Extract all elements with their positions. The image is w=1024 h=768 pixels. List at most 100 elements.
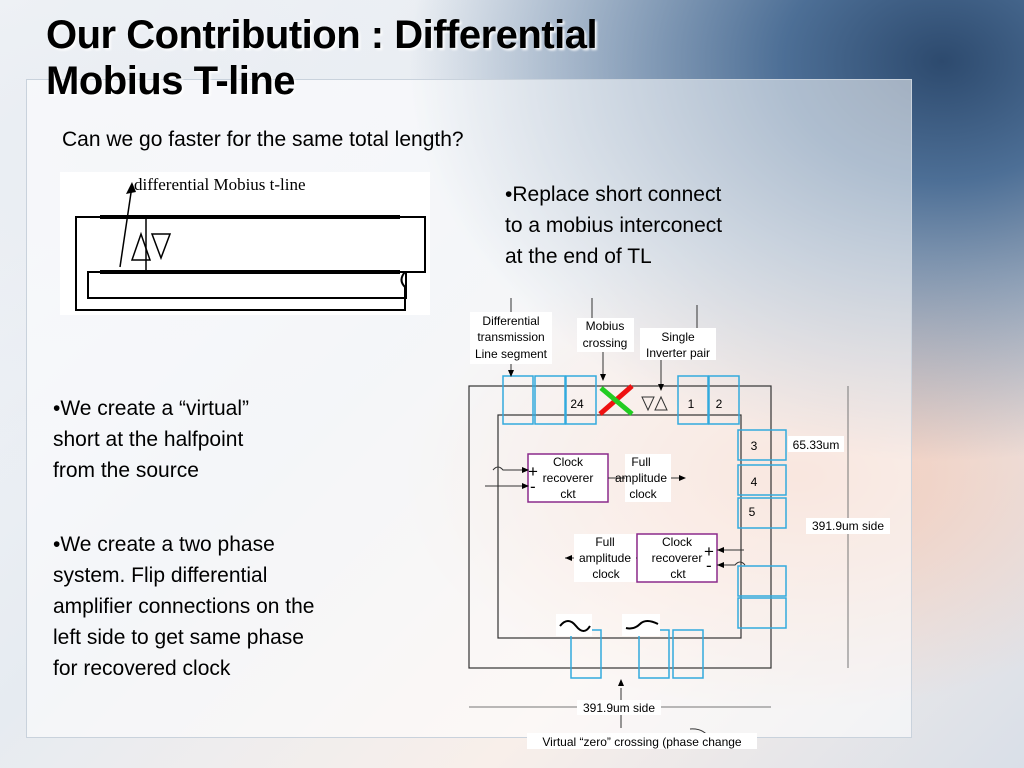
sine-wave-icon-1	[559, 620, 591, 632]
label-bg-fullamp-1	[625, 454, 671, 502]
bullet-replace-short: •Replace short connect to a mobius inter…	[505, 179, 780, 272]
waveform-box-2	[622, 614, 660, 636]
label-mobius-1: Mobius	[586, 319, 625, 333]
inverter-pair-up-icon	[654, 395, 668, 411]
clock-recoverer-2-line-2: recoverer	[652, 551, 703, 565]
segment-box-bottom-1	[570, 629, 602, 679]
bullet-2-line-4: left side to get same phase	[53, 626, 304, 649]
segment-label-24: 24	[570, 397, 584, 411]
label-bg-mobius	[577, 318, 634, 352]
arrowhead-rec1-b	[522, 483, 529, 489]
title-line-2: Mobius T-line	[46, 59, 296, 103]
full-amp-2-line-3: clock	[592, 567, 620, 581]
bullet-virtual-short: •We create a “virtual” short at the half…	[53, 393, 303, 486]
mobius-tline-sketch: differential Mobius t-line	[75, 175, 426, 311]
clock-recoverer-1-line-1: Clock	[553, 455, 584, 469]
wire-recoverer-2-minus	[717, 561, 746, 566]
inverter-pair-down-icon	[641, 396, 655, 412]
bullet-right-line-1: •Replace short connect	[505, 183, 722, 206]
segment-box-24	[565, 375, 597, 425]
label-bg-inverter	[640, 328, 716, 360]
segment-box-right-6	[737, 565, 787, 597]
mobius-cross-green	[599, 386, 634, 416]
segment-box-bottom-3	[672, 629, 704, 679]
label-virtual-zero: Virtual “zero” crossing (phase change	[542, 735, 742, 749]
bullet-1-line-3: from the source	[53, 459, 199, 482]
bullet-2-line-3: amplifier connections on the	[53, 595, 315, 618]
segment-box-1	[677, 375, 709, 425]
ring-inner-conductor	[497, 414, 742, 639]
segment-box-right-7	[737, 597, 787, 629]
label-65um: 65.33um	[793, 438, 840, 452]
full-amp-2-line-2: amplitude	[579, 551, 631, 565]
bullet-2-line-1: •We create a two phase	[53, 533, 275, 556]
clock-recoverer-1-line-2: recoverer	[543, 471, 594, 485]
ring-outer-conductor	[468, 385, 772, 669]
mobius-tline-figure: differential Mobius t-line	[60, 172, 430, 315]
bullet-two-phase: •We create a two phase system. Flip diff…	[53, 529, 378, 684]
figure-caption: differential Mobius t-line	[134, 175, 306, 194]
clock-recoverer-2-line-3: ckt	[670, 567, 686, 581]
full-amp-1-line-2: amplitude	[615, 471, 667, 485]
label-inverter-2: Inverter pair	[646, 346, 710, 360]
label-bg-diff-tl	[470, 312, 552, 364]
inverter-down-icon	[150, 233, 172, 261]
arrowhead-rec2-b	[717, 562, 724, 568]
segment-label-4: 4	[751, 475, 758, 489]
segment-box-5	[737, 497, 787, 529]
tline-return-path	[87, 271, 407, 299]
recoverer-2-plus-sign: +	[704, 542, 714, 561]
label-side-bottom: 391.9um side	[583, 701, 655, 715]
bullet-right-line-2: to a mobius interconect	[505, 214, 723, 237]
clock-recoverer-1-line-3: ckt	[560, 487, 576, 501]
recoverer-1-minus-sign: -	[530, 477, 536, 496]
bullet-1-line-1: •We create a “virtual”	[53, 397, 250, 420]
arrowhead-virtual-zero	[618, 679, 624, 686]
tline-pointer-arrow	[119, 185, 133, 268]
wire-recoverer-1-plus	[492, 466, 528, 471]
sine-wave-icon-2	[625, 620, 659, 630]
arrowhead-diff-tl	[508, 370, 514, 377]
recoverer-1-plus-sign: +	[528, 462, 538, 481]
label-diff-tl-2: transmission	[477, 330, 544, 344]
arrowhead-rec2-a	[717, 547, 724, 553]
segment-label-2: 2	[716, 397, 723, 411]
bullet-right-line-3: at the end of TL	[505, 245, 652, 268]
label-diff-tl-3: Line segment	[475, 347, 548, 361]
label-bg-side-bottom	[577, 700, 661, 715]
recoverer-2-minus-sign: -	[706, 556, 712, 575]
segment-box-4	[737, 464, 787, 496]
bullet-1-line-2: short at the halfpoint	[53, 428, 244, 451]
label-bg-virtual-zero	[527, 733, 757, 749]
segment-label-5: 5	[749, 505, 756, 519]
segment-box-top-1	[502, 375, 534, 425]
full-amp-1-line-3: clock	[629, 487, 657, 501]
segment-label-1: 1	[688, 397, 695, 411]
label-side-right: 391.9um side	[812, 519, 884, 533]
arrowhead-fullamp2-out	[565, 555, 572, 561]
arrowhead-fullamp1-out	[679, 475, 686, 481]
clock-recoverer-box-2	[636, 533, 718, 583]
bullet-2-line-5: for recovered clock	[53, 657, 231, 680]
clock-recoverer-2-line-1: Clock	[662, 535, 693, 549]
arrowhead-mobius	[600, 374, 606, 381]
slide-subtitle: Can we go faster for the same total leng…	[62, 128, 464, 151]
arrowhead-inverter	[658, 384, 664, 391]
title-line-1: Our Contribution : Differential	[46, 13, 598, 57]
segment-boxes	[502, 375, 787, 679]
segment-box-bottom-2	[638, 629, 670, 679]
inverter-up-icon	[130, 231, 152, 261]
segment-box-3	[737, 429, 787, 461]
label-bg-65um	[788, 436, 844, 452]
slide-title: Our Contribution : Differential Mobius T…	[46, 12, 598, 104]
full-amp-1-line-1: Full	[631, 455, 650, 469]
bullet-2-line-2: system. Flip differential	[53, 564, 268, 587]
arrowhead-rec1-a	[522, 467, 529, 473]
label-bg-side-right	[806, 518, 890, 534]
pointer-arrowhead	[126, 182, 136, 194]
tline-top-conductor	[100, 215, 400, 219]
label-diff-tl-1: Differential	[482, 314, 539, 328]
segment-label-3: 3	[751, 439, 758, 453]
segment-box-top-2	[534, 375, 566, 425]
